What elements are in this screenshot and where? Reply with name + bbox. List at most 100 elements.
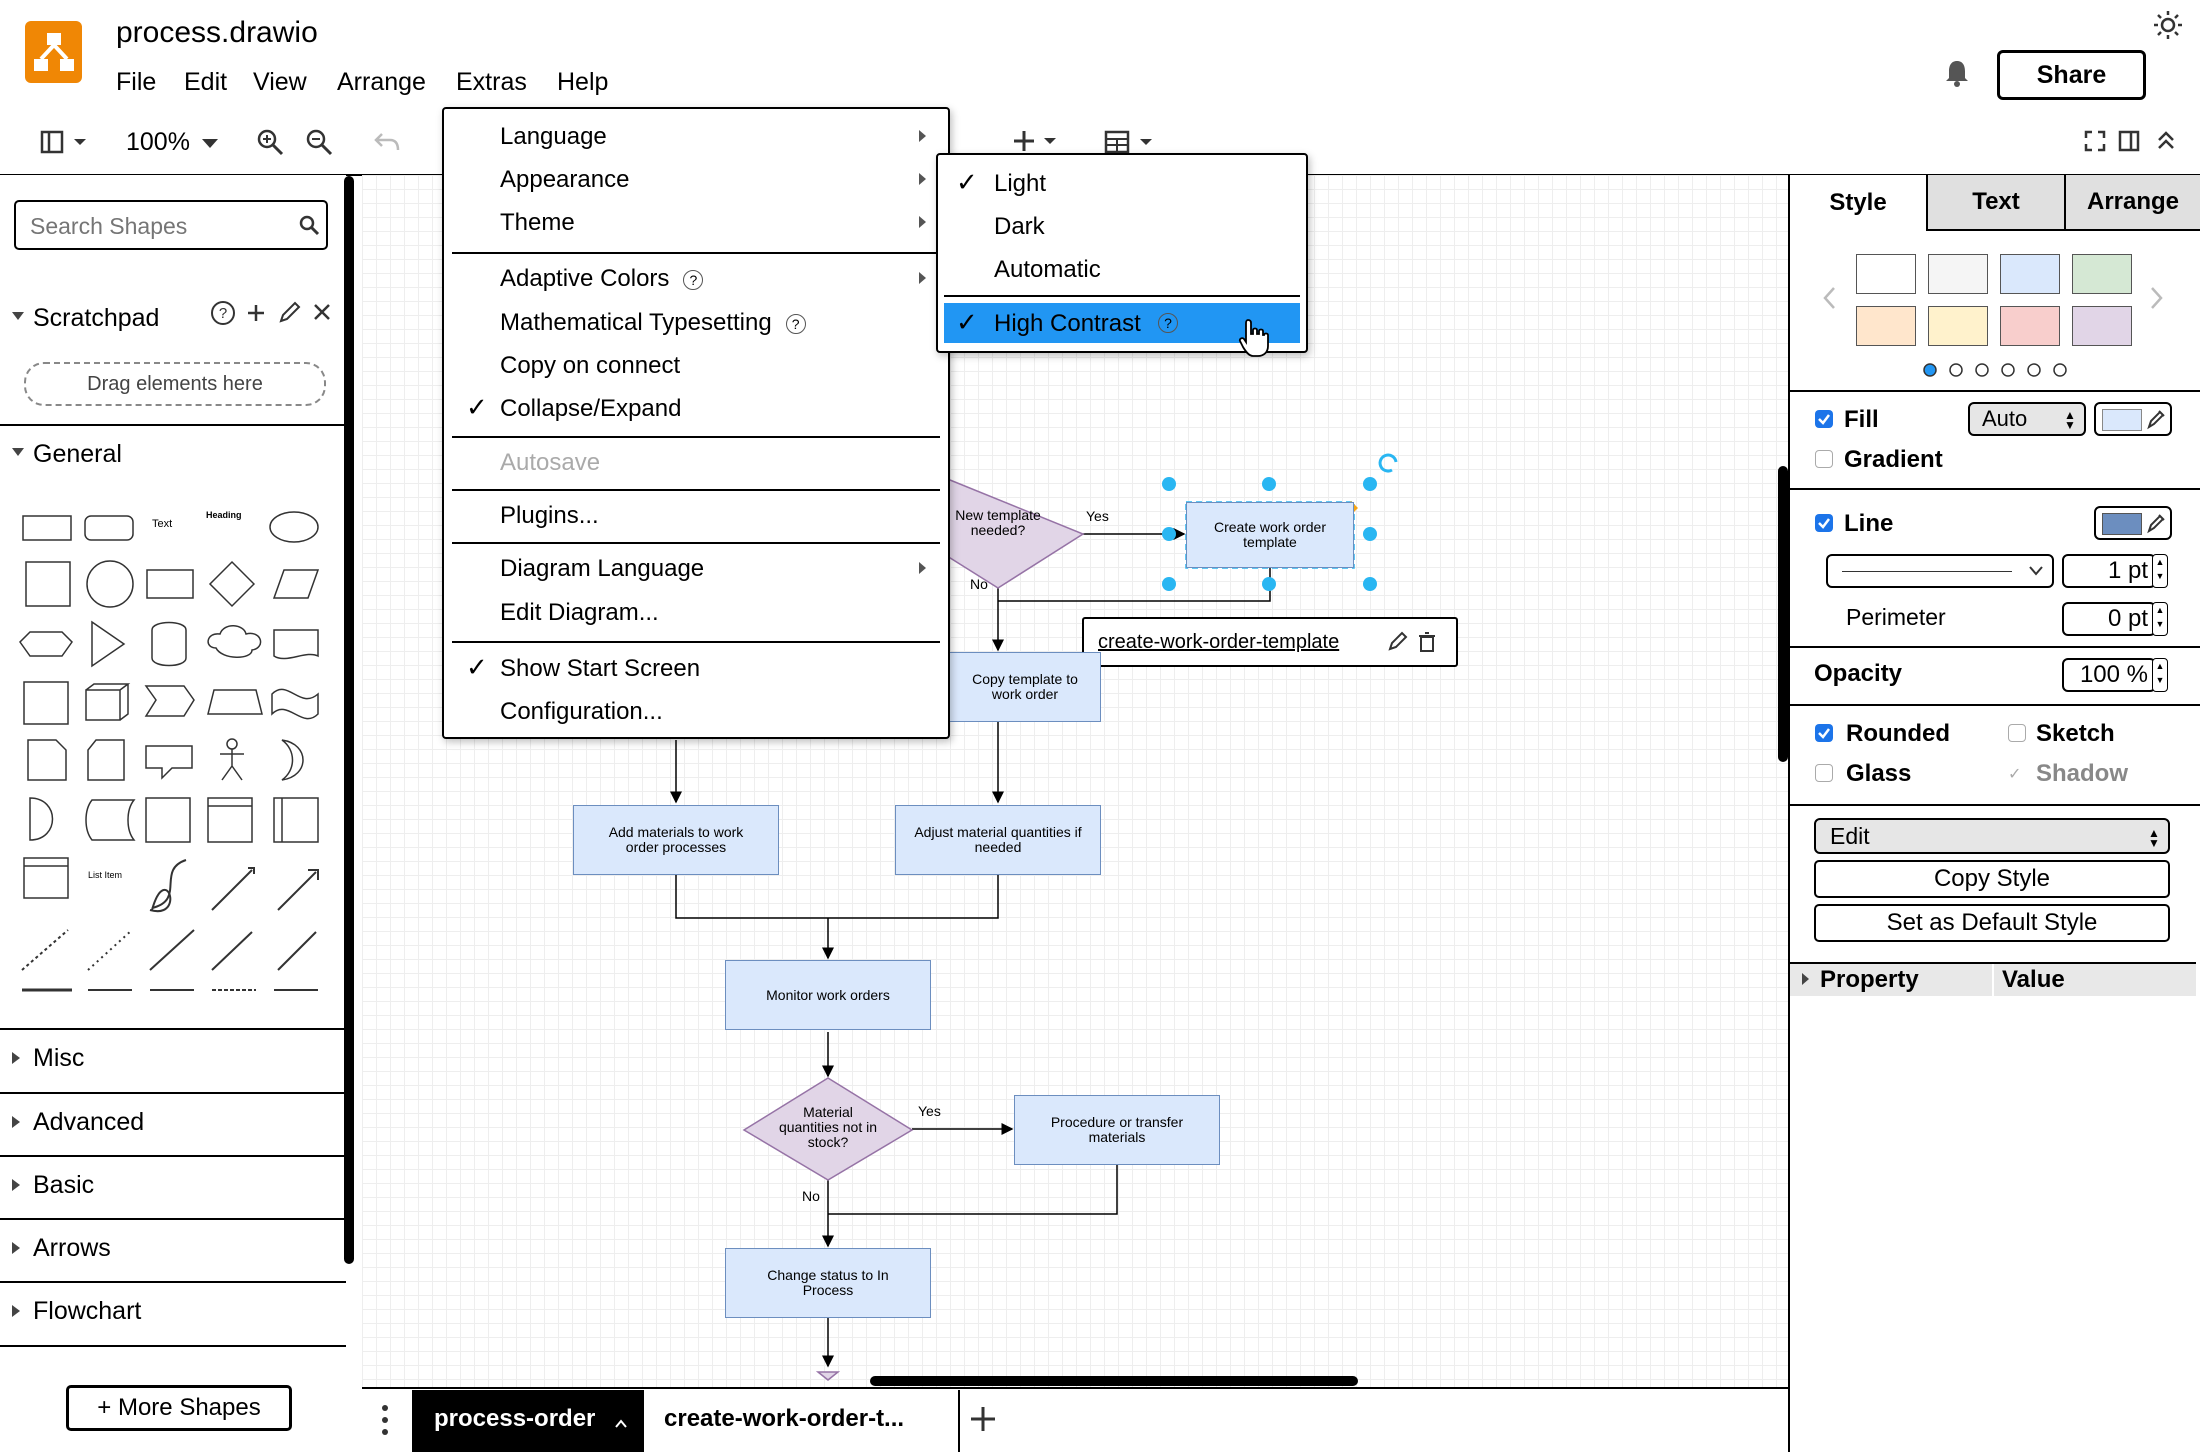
menu-item-copy-on-connect[interactable]: Copy on connect bbox=[500, 352, 681, 379]
scratchpad-close-icon[interactable] bbox=[312, 302, 332, 327]
general-section-header[interactable]: General bbox=[0, 424, 346, 486]
tab-text[interactable]: Text bbox=[1926, 175, 2064, 231]
fullscreen-icon[interactable] bbox=[2084, 130, 2106, 157]
opacity-input[interactable]: 100 % bbox=[2062, 658, 2156, 692]
help-icon[interactable]: ? bbox=[683, 269, 704, 290]
node-add-materials[interactable]: Add materials to work order processes bbox=[573, 805, 779, 875]
opacity-stepper[interactable]: ▲▼ bbox=[2152, 658, 2168, 692]
zoom-dropdown-icon[interactable] bbox=[202, 136, 218, 154]
style-swatch[interactable] bbox=[1856, 254, 1916, 294]
menu-item-edit-diagram[interactable]: Edit Diagram... bbox=[500, 599, 659, 626]
edit-style-select[interactable]: Edit ▲▼ bbox=[1814, 818, 2170, 854]
page-tab-second[interactable]: create-work-order-t... bbox=[664, 1405, 905, 1432]
line-checkbox[interactable] bbox=[1815, 514, 1833, 532]
swatch-prev-icon[interactable] bbox=[1822, 286, 1836, 315]
node-copy-template[interactable]: Copy template to work order bbox=[949, 652, 1101, 722]
flowchart-section-header[interactable]: Flowchart bbox=[0, 1281, 346, 1347]
tab-arrange[interactable]: Arrange bbox=[2064, 175, 2200, 231]
node-monitor-work-orders[interactable]: Monitor work orders bbox=[725, 960, 931, 1030]
arrows-section-header[interactable]: Arrows bbox=[0, 1218, 346, 1282]
menu-arrange[interactable]: Arrange bbox=[337, 68, 426, 96]
basic-section-header[interactable]: Basic bbox=[0, 1155, 346, 1219]
style-swatch[interactable] bbox=[1928, 306, 1988, 346]
page-menu-icon[interactable] bbox=[380, 1402, 390, 1443]
gradient-checkbox[interactable] bbox=[1815, 450, 1833, 468]
menu-item-show-start-screen[interactable]: Show Start Screen bbox=[500, 655, 701, 682]
menu-item-plugins[interactable]: Plugins... bbox=[500, 502, 599, 529]
sketch-checkbox[interactable] bbox=[2008, 724, 2026, 742]
scratchpad-help-icon[interactable]: ? bbox=[210, 300, 236, 331]
expand-arrow-icon[interactable] bbox=[1802, 973, 1809, 985]
help-icon[interactable]: ? bbox=[1158, 313, 1178, 333]
perimeter-input[interactable]: 0 pt bbox=[2062, 602, 2156, 636]
style-swatches[interactable] bbox=[1856, 254, 2142, 350]
share-button[interactable]: Share bbox=[1997, 50, 2146, 100]
swatch-next-icon[interactable] bbox=[2150, 286, 2164, 315]
menu-help[interactable]: Help bbox=[557, 68, 609, 96]
theme-option-automatic[interactable]: Automatic bbox=[994, 256, 1101, 283]
node-adjust-materials[interactable]: Adjust material quantities if needed bbox=[895, 805, 1101, 875]
add-page-icon[interactable] bbox=[968, 1404, 998, 1439]
collapse-up-icon[interactable] bbox=[2156, 130, 2176, 157]
theme-option-dark[interactable]: Dark bbox=[994, 213, 1045, 240]
delete-link-icon[interactable] bbox=[1418, 631, 1436, 658]
menu-view[interactable]: View bbox=[253, 68, 307, 96]
perimeter-stepper[interactable]: ▲▼ bbox=[2152, 602, 2168, 636]
menu-item-diagram-language[interactable]: Diagram Language bbox=[500, 555, 705, 582]
sidebar-scrollbar[interactable] bbox=[344, 176, 354, 1264]
line-color-picker[interactable] bbox=[2094, 506, 2172, 540]
decision-material-stock[interactable]: Material quantities not in stock? bbox=[778, 1104, 878, 1150]
menu-item-appearance[interactable]: Appearance bbox=[500, 166, 630, 193]
theme-option-high-contrast[interactable]: ✓ High Contrast ? bbox=[944, 303, 1300, 343]
more-shapes-button[interactable]: + More Shapes bbox=[66, 1385, 292, 1431]
format-panel-icon[interactable] bbox=[2118, 130, 2140, 157]
canvas-horizontal-scrollbar[interactable] bbox=[870, 1376, 1358, 1386]
menu-edit[interactable]: Edit bbox=[184, 68, 228, 96]
menu-item-language[interactable]: Language bbox=[500, 123, 607, 150]
line-width-stepper[interactable]: ▲▼ bbox=[2152, 554, 2168, 588]
shadow-checkbox[interactable]: ✓ bbox=[2008, 766, 2022, 783]
theme-option-light[interactable]: Light bbox=[994, 170, 1047, 197]
fill-color-picker[interactable] bbox=[2094, 402, 2172, 436]
menu-extras[interactable]: Extras bbox=[456, 68, 527, 96]
menu-item-collapse-expand[interactable]: Collapse/Expand bbox=[500, 395, 682, 422]
menu-item-configuration[interactable]: Configuration... bbox=[500, 698, 663, 725]
canvas-vertical-scrollbar[interactable] bbox=[1778, 466, 1788, 762]
chevron-up-icon[interactable] bbox=[614, 1408, 628, 1436]
link-text[interactable]: create-work-order-template bbox=[1098, 631, 1340, 653]
copy-style-button[interactable]: Copy Style bbox=[1814, 860, 2170, 898]
line-style-select[interactable] bbox=[1826, 554, 2054, 588]
fill-checkbox[interactable] bbox=[1815, 410, 1833, 428]
page-tab-active[interactable]: process-order bbox=[412, 1390, 644, 1452]
style-swatch[interactable] bbox=[2072, 254, 2132, 294]
bell-icon[interactable] bbox=[1942, 58, 1972, 93]
search-input[interactable] bbox=[28, 212, 292, 241]
set-default-style-button[interactable]: Set as Default Style bbox=[1814, 904, 2170, 942]
edit-link-icon[interactable] bbox=[1388, 631, 1408, 658]
zoom-in-icon[interactable] bbox=[256, 128, 284, 161]
general-shapes-palette[interactable] bbox=[16, 500, 326, 1010]
style-swatch[interactable] bbox=[1928, 254, 1988, 294]
document-title[interactable]: process.drawio bbox=[116, 16, 318, 49]
menu-item-adaptive-colors[interactable]: Adaptive Colors? bbox=[500, 265, 704, 293]
sidebar-toggle-icon[interactable] bbox=[40, 130, 92, 159]
style-swatch[interactable] bbox=[2072, 306, 2132, 346]
scratchpad-add-icon[interactable] bbox=[246, 300, 266, 331]
help-icon[interactable]: ? bbox=[785, 313, 806, 334]
menu-file[interactable]: File bbox=[116, 68, 157, 96]
zoom-level[interactable]: 100% bbox=[126, 128, 190, 156]
line-width-input[interactable]: 1 pt bbox=[2062, 554, 2156, 588]
table-icon[interactable] bbox=[1104, 130, 1160, 159]
menu-item-theme[interactable]: Theme bbox=[500, 209, 575, 236]
menu-item-math-typesetting[interactable]: Mathematical Typesetting? bbox=[500, 309, 806, 337]
swatch-page-dots[interactable] bbox=[1920, 360, 2070, 380]
style-swatch[interactable] bbox=[1856, 306, 1916, 346]
fill-mode-select[interactable]: Auto ▲▼ bbox=[1968, 402, 2086, 436]
scratchpad-edit-icon[interactable] bbox=[278, 300, 302, 331]
scratchpad-drop-area[interactable]: Drag elements here bbox=[24, 362, 326, 406]
sun-theme-icon[interactable] bbox=[2153, 10, 2183, 45]
node-change-status[interactable]: Change status to In Process bbox=[725, 1248, 931, 1318]
rounded-checkbox[interactable] bbox=[1815, 724, 1833, 742]
scratchpad-header[interactable]: Scratchpad bbox=[0, 290, 346, 350]
node-procedure-transfer[interactable]: Procedure or transfer materials bbox=[1014, 1095, 1220, 1165]
